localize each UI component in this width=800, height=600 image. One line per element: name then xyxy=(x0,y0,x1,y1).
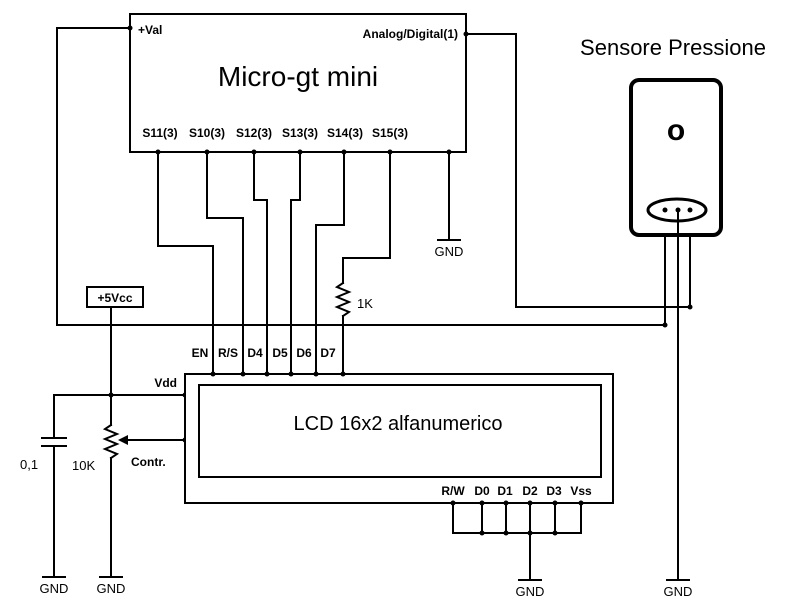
pin-node xyxy=(578,500,584,506)
connector-pin xyxy=(662,207,668,213)
lcd-pin-d0: D0 xyxy=(474,484,490,498)
analog-pin-label: Analog/Digital(1) xyxy=(363,27,458,41)
lcd-pin-rs: R/S xyxy=(218,346,238,360)
lcd-pin-rw: R/W xyxy=(441,484,465,498)
lcd-title: LCD 16x2 alfanumerico xyxy=(294,413,503,435)
pin-node xyxy=(240,371,246,377)
lcd-pin-d1: D1 xyxy=(497,484,513,498)
lcd-pin-d4: D4 xyxy=(247,346,263,360)
wire-d6 xyxy=(315,151,345,375)
pressure-sensor: Sensore Pressione o xyxy=(580,35,766,237)
pin-label-s13: S13(3) xyxy=(282,126,318,140)
lcd-ground-bus: GND xyxy=(450,500,584,599)
lcd-screen xyxy=(198,384,602,478)
lcd-pin-d5: D5 xyxy=(272,346,288,360)
connector-pin xyxy=(687,207,693,213)
capacitor-label: 0,1 xyxy=(20,457,38,472)
wire-rs xyxy=(206,151,244,375)
vcc-label: +5Vcc xyxy=(97,291,132,305)
pin-node xyxy=(313,371,319,377)
pin-node xyxy=(687,304,693,310)
pin-node xyxy=(210,371,216,377)
sensor-mark: o xyxy=(667,114,685,147)
pin-label-s10: S10(3) xyxy=(189,126,225,140)
pin-node xyxy=(527,500,533,506)
resistor-label: 1K xyxy=(357,296,373,311)
pin-node xyxy=(503,500,509,506)
pin-node xyxy=(479,530,485,536)
microcontroller-title: Micro-gt mini xyxy=(218,61,378,92)
ground-label: GND xyxy=(97,581,126,596)
ground-label: GND xyxy=(664,584,693,599)
vcc-box xyxy=(86,286,144,308)
ground-label: GND xyxy=(435,244,464,259)
wire-d4 xyxy=(253,151,268,375)
pin-node xyxy=(662,322,668,328)
wire-supply xyxy=(56,27,666,326)
pin-node xyxy=(450,500,456,506)
pin-label-s12: S12(3) xyxy=(236,126,272,140)
data-wires: 1K xyxy=(157,151,391,375)
pin-node xyxy=(479,500,485,506)
pin-node xyxy=(340,371,346,377)
lcd-pin-vss: Vss xyxy=(570,484,592,498)
pin-label-s15: S15(3) xyxy=(372,126,408,140)
pin-node xyxy=(503,530,509,536)
lcd-pin-d2: D2 xyxy=(522,484,538,498)
lcd-pin-en: EN xyxy=(192,346,209,360)
microcontroller-box xyxy=(129,13,467,153)
lcd-pin-d3: D3 xyxy=(546,484,562,498)
wire-d7-top xyxy=(342,151,391,284)
mcu-ground: GND xyxy=(435,151,464,259)
pin-node xyxy=(552,500,558,506)
potentiometer xyxy=(102,423,120,460)
contrast-label: Contr. xyxy=(131,455,166,469)
ground-label: GND xyxy=(40,581,69,596)
lcd-pin-d6: D6 xyxy=(296,346,312,360)
vdd-label: Vdd xyxy=(154,376,177,390)
wiper-arrow-icon xyxy=(118,435,128,445)
lcd-pin-d7: D7 xyxy=(320,346,336,360)
power-network: +5Vcc Vdd GND 0,1 GND 10K Contr. xyxy=(20,286,188,596)
wire-analog xyxy=(465,33,691,308)
wire-en xyxy=(157,151,214,375)
ground-label: GND xyxy=(516,584,545,599)
sensor-body xyxy=(629,78,723,237)
pin-node xyxy=(552,530,558,536)
pot-label: 10K xyxy=(72,458,95,473)
resistor-1k xyxy=(334,281,352,318)
wire-d5 xyxy=(290,151,301,375)
lcd-block: LCD 16x2 alfanumerico EN R/S D4 D5 D6 D7… xyxy=(184,346,614,504)
pin-node xyxy=(288,371,294,377)
pin-label-s11: S11(3) xyxy=(142,126,177,140)
microcontroller-block: Micro-gt mini +Val Analog/Digital(1) S11… xyxy=(129,13,467,153)
pin-node xyxy=(264,371,270,377)
pin-label-s14: S14(3) xyxy=(327,126,363,140)
sensor-ground: GND xyxy=(664,209,693,599)
val-pin-label: +Val xyxy=(138,23,162,37)
sensor-title: Sensore Pressione xyxy=(580,35,766,60)
